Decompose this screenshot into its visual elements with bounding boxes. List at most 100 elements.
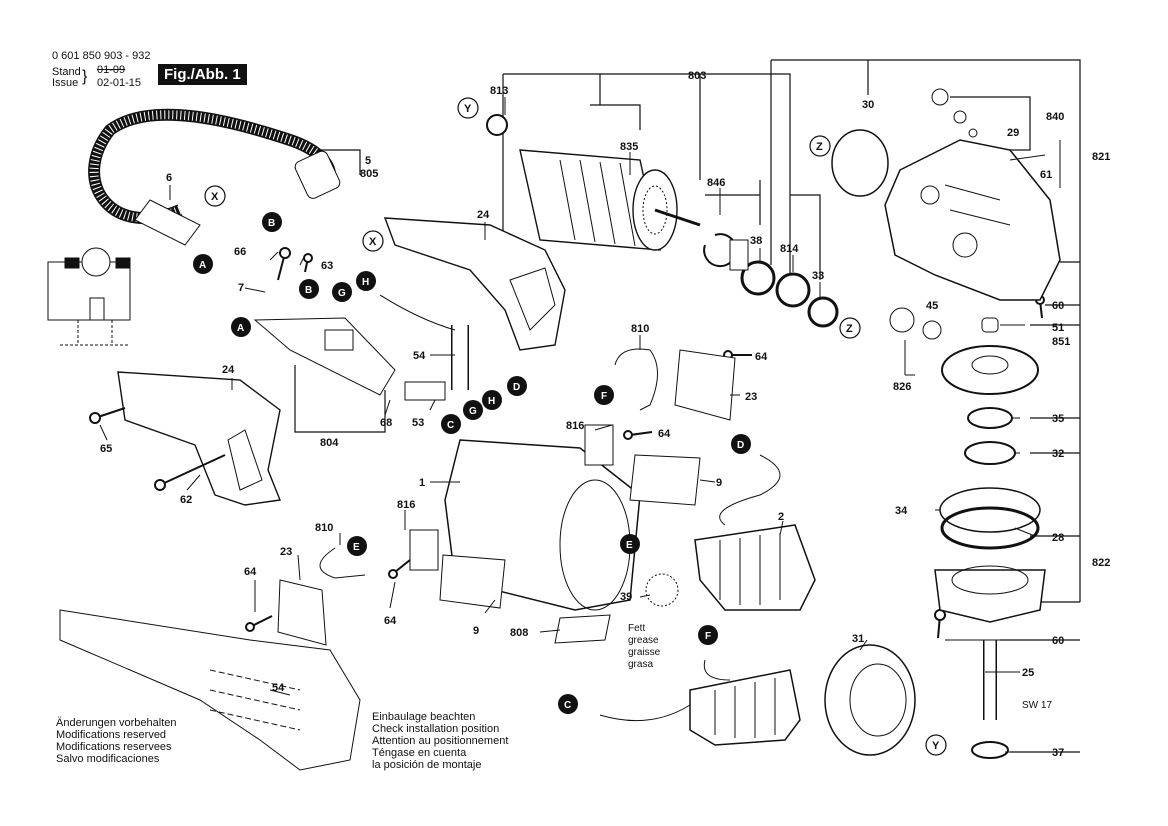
marker-z2 — [839, 317, 861, 339]
svg-text:X: X — [211, 191, 219, 203]
wiring-schematic — [47, 247, 131, 346]
svg-text:24: 24 — [222, 364, 235, 376]
svg-text:64: 64 — [384, 615, 397, 627]
marker-a — [193, 254, 213, 274]
marker-d — [507, 376, 527, 396]
bracket-line — [1000, 601, 1080, 753]
marker-b2 — [299, 279, 319, 299]
bearing-35 — [967, 407, 1013, 429]
svg-text:804: 804 — [320, 437, 339, 449]
brush-holder-816b — [409, 529, 439, 571]
marker-y — [457, 97, 479, 119]
svg-text:Z: Z — [816, 141, 823, 153]
field-coil-2 — [694, 524, 816, 611]
screw-head — [623, 430, 633, 440]
part-number: 0 601 850 903 - 932 — [52, 50, 151, 62]
svg-text:38: 38 — [750, 235, 762, 247]
marker-z — [809, 135, 831, 157]
flange-31 — [824, 644, 916, 756]
label-9b — [439, 554, 506, 609]
svg-text:63: 63 — [321, 260, 333, 272]
bearing-38 — [740, 260, 776, 296]
screw-head — [89, 412, 101, 424]
bearing-45 — [922, 320, 942, 340]
svg-text:A: A — [237, 323, 244, 334]
brush-holder-816a — [584, 424, 614, 466]
brace-glyph: } — [82, 68, 88, 85]
svg-text:45: 45 — [926, 300, 938, 312]
modifications-note: Änderungen vorbehalten Modifications res… — [56, 717, 176, 765]
svg-text:846: 846 — [707, 177, 725, 189]
old-date: 01-09 — [97, 64, 126, 76]
svg-text:X: X — [369, 236, 377, 248]
bearing-813 — [486, 114, 508, 136]
svg-text:64: 64 — [658, 428, 671, 440]
marker-e2 — [620, 534, 640, 554]
marker-h2 — [482, 390, 502, 410]
svg-text:30: 30 — [862, 99, 874, 111]
marker-e — [347, 536, 367, 556]
svg-text:E: E — [626, 540, 633, 551]
coil-windings — [714, 678, 776, 738]
svg-text:H: H — [362, 277, 369, 288]
svg-text:51: 51 — [1052, 322, 1064, 334]
svg-text:61: 61 — [1040, 169, 1052, 181]
bracket-line — [502, 73, 821, 300]
svg-text:68: 68 — [380, 417, 392, 429]
svg-text:803: 803 — [688, 70, 706, 82]
issue-label: Issue — [52, 77, 79, 89]
marker-c2 — [558, 694, 578, 714]
grease-note: Fett grease graisse grasa — [628, 623, 660, 671]
svg-text:G: G — [338, 288, 346, 299]
open-marker-group — [204, 97, 947, 756]
installation-note: Einbaulage beachten Check installation p… — [372, 711, 508, 771]
note-line: Modifications reserved — [56, 729, 167, 741]
svg-text:D: D — [513, 382, 520, 393]
svg-text:F: F — [705, 631, 711, 642]
marker-h — [356, 271, 376, 291]
part-number-labels: 813 803 835 846 38 814 33 30 840 29 821 … — [100, 70, 1110, 759]
switch-contact — [324, 329, 354, 351]
switch-part-53 — [404, 381, 446, 401]
nut-37 — [971, 741, 1009, 759]
svg-text:E: E — [353, 542, 360, 553]
svg-text:64: 64 — [755, 351, 768, 363]
bracket-line — [590, 104, 641, 130]
note-line: Salvo modificaciones — [56, 753, 160, 765]
armature — [519, 149, 701, 251]
svg-text:28: 28 — [1052, 532, 1064, 544]
svg-text:31: 31 — [852, 633, 864, 645]
marker-y2 — [925, 734, 947, 756]
wire-810a — [614, 348, 658, 411]
svg-text:D: D — [737, 440, 744, 451]
field-coil-lower — [689, 669, 801, 746]
svg-text:810: 810 — [315, 522, 333, 534]
capacitor-lead — [379, 294, 456, 331]
svg-text:F: F — [601, 391, 607, 402]
bracket-line — [294, 365, 386, 433]
coil-windings — [719, 533, 781, 605]
svg-text:822: 822 — [1092, 557, 1110, 569]
bracket-line — [705, 180, 761, 225]
cover-30 — [831, 129, 889, 197]
cable-sleeve — [134, 199, 201, 246]
handle-shell-lower — [117, 371, 281, 506]
svg-text:2: 2 — [778, 511, 784, 523]
svg-text:Y: Y — [932, 740, 940, 752]
wire-c — [599, 704, 691, 722]
label-808 — [554, 614, 611, 644]
screw-64b — [629, 431, 653, 436]
sketch-wires — [209, 669, 301, 731]
gear-housing — [884, 139, 1061, 301]
svg-text:810: 810 — [631, 323, 649, 335]
svg-text:24: 24 — [477, 209, 490, 221]
svg-text:Y: Y — [464, 103, 472, 115]
svg-text:835: 835 — [620, 141, 638, 153]
seal-28 — [940, 506, 1040, 550]
marker-f2 — [698, 625, 718, 645]
bracket-line — [771, 59, 1081, 562]
bracket-line — [310, 149, 361, 175]
marker-x2 — [362, 230, 384, 252]
svg-text:35: 35 — [1052, 413, 1064, 425]
svg-text:826: 826 — [893, 381, 911, 393]
